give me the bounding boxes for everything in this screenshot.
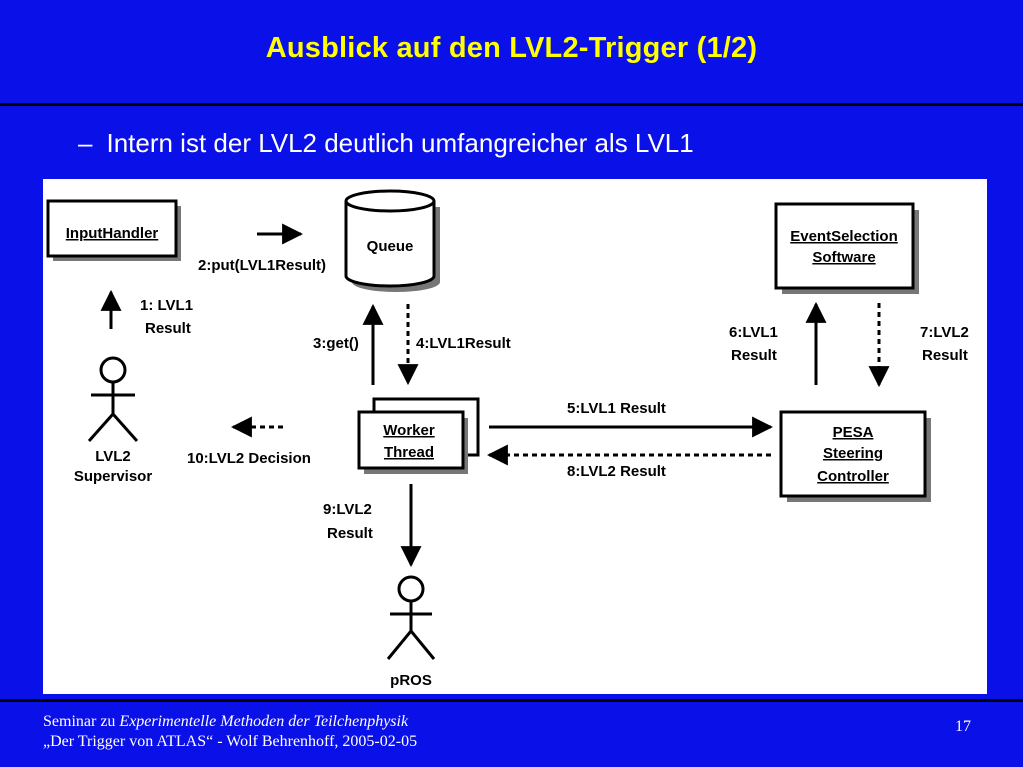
title-divider	[0, 103, 1023, 106]
supervisor-label-2: Supervisor	[74, 468, 153, 485]
worker-thread-label-1: Worker	[383, 422, 435, 439]
msg2-label: 2:put(LVL1Result)	[198, 257, 326, 274]
msg6-label-1: 6:LVL1	[729, 324, 778, 341]
worker-thread-label-2: Thread	[384, 444, 434, 461]
page-number: 17	[955, 718, 971, 735]
msg7-label-2: Result	[922, 347, 968, 364]
msg3-label: 3:get()	[313, 335, 359, 352]
msg1-label-1: 1: LVL1	[140, 297, 193, 314]
sequence-diagram: InputHandler Queue EventSelection Softwa…	[43, 179, 987, 694]
footer-line-2: „Der Trigger von ATLAS“ - Wolf Behrenhof…	[43, 733, 418, 750]
message-arrows	[100, 223, 890, 568]
input-handler-label: InputHandler	[66, 225, 159, 242]
pros-label: pROS	[390, 672, 432, 689]
queue-cylinder: Queue	[344, 189, 440, 292]
input-handler-box: InputHandler	[46, 199, 181, 261]
supervisor-actor-icon	[87, 356, 139, 442]
footer-seminar-title: Experimentelle Methoden der Teilchenphys…	[119, 713, 409, 730]
msg8-label: 8:LVL2 Result	[567, 463, 666, 480]
msg7-label-1: 7:LVL2	[920, 324, 969, 341]
pesa-label-1: PESA	[833, 424, 874, 441]
bullet-text: Intern ist der LVL2 deutlich umfangreich…	[106, 128, 694, 158]
bullet-point: –Intern ist der LVL2 deutlich umfangreic…	[78, 128, 694, 159]
slide-title: Ausblick auf den LVL2-Trigger (1/2)	[265, 32, 758, 64]
pesa-label-3: Controller	[817, 468, 889, 485]
event-selection-label-1: EventSelection	[790, 228, 898, 245]
msg5-label: 5:LVL1 Result	[567, 400, 666, 417]
supervisor-label-1: LVL2	[95, 448, 131, 465]
queue-label: Queue	[367, 238, 414, 255]
pesa-steering-box: PESA Steering Controller	[779, 410, 931, 502]
msg6-label-2: Result	[731, 347, 777, 364]
footer: Seminar zu Experimentelle Methoden der T…	[43, 712, 417, 752]
footer-seminar-prefix: Seminar zu	[43, 713, 120, 730]
footer-divider	[0, 699, 1023, 702]
msg9-label-1: 9:LVL2	[323, 501, 372, 518]
bullet-marker: –	[78, 128, 93, 158]
msg1-label-2: Result	[145, 320, 191, 337]
pesa-label-2: Steering	[823, 445, 883, 462]
msg4-label: 4:LVL1Result	[416, 335, 511, 352]
msg9-label-2: Result	[327, 525, 373, 542]
event-selection-box: EventSelection Software	[774, 202, 919, 294]
msg10-label: 10:LVL2 Decision	[187, 450, 311, 467]
event-selection-label-2: Software	[812, 249, 875, 266]
worker-thread-box: Worker Thread	[357, 397, 480, 474]
pros-actor-icon	[386, 575, 436, 660]
footer-line-1: Seminar zu Experimentelle Methoden der T…	[43, 712, 417, 732]
